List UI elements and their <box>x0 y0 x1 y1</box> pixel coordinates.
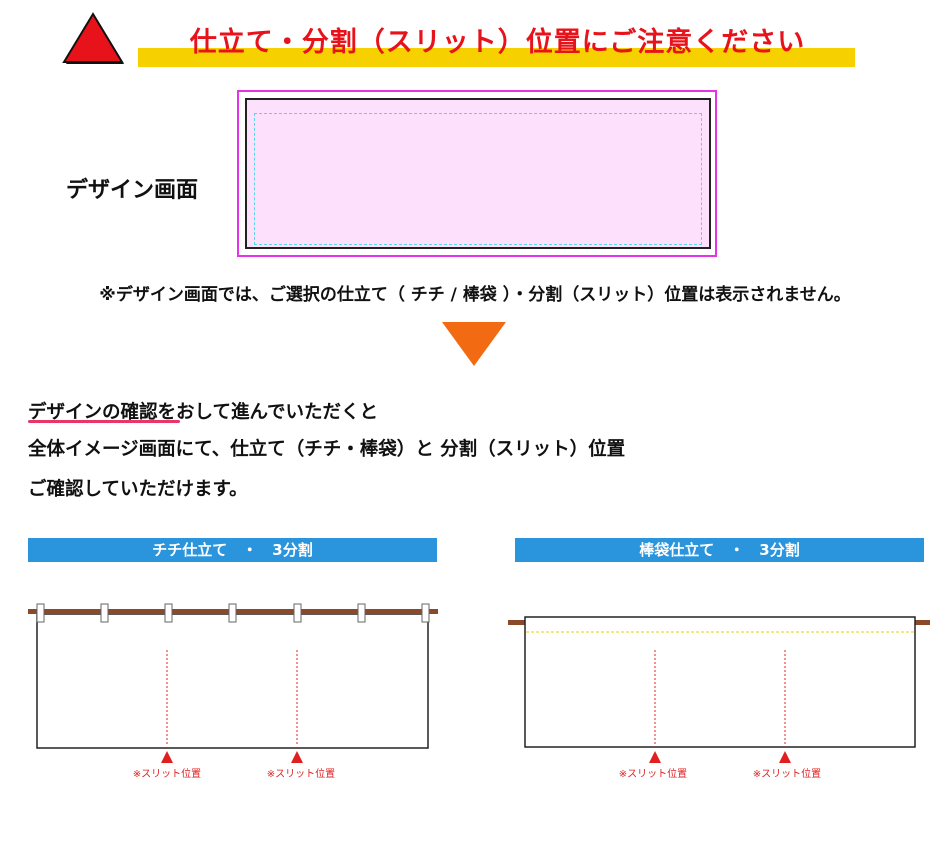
slit-label: ※スリット位置 <box>133 767 201 780</box>
design-screen-label: デザイン画面 <box>66 178 199 203</box>
slit-marker-icon <box>649 751 661 763</box>
instruction-line-3: ご確認していただけます。 <box>28 479 248 500</box>
loop-tab <box>357 603 366 623</box>
slit-marker-icon <box>291 751 303 763</box>
banner-body <box>524 616 916 748</box>
chichi-diagram: ※スリット位置 ※スリット位置 <box>28 603 438 780</box>
slit-label: ※スリット位置 <box>753 767 821 780</box>
page-title: 仕立て・分割（スリット）位置にご注意ください <box>189 27 806 58</box>
slit-marker-icon <box>779 751 791 763</box>
loop-tabs <box>36 603 430 623</box>
banner-body <box>36 613 429 749</box>
loop-tab <box>100 603 109 623</box>
slit-label: ※スリット位置 <box>619 767 687 780</box>
bobukuro-diagram: ※スリット位置 ※スリット位置 <box>508 616 930 780</box>
design-canvas <box>245 98 711 249</box>
slit-label: ※スリット位置 <box>267 767 335 780</box>
warning-triangle-icon <box>62 12 124 64</box>
chichi-section-header: チチ仕立て ・ 3分割 <box>28 538 437 562</box>
design-confirm-highlight: デザインの確認 <box>28 402 158 423</box>
design-screen-note: ※デザイン画面では、ご選択の仕立て（ チチ / 棒袋 ）・分割（スリット）位置は… <box>99 285 851 305</box>
loop-tab <box>421 603 430 623</box>
instruction-line-1: デザインの確認をおして進んでいただくと <box>28 398 378 424</box>
loop-tab <box>36 603 45 623</box>
loop-tab <box>228 603 237 623</box>
instruction-line-1-rest: をおして進んでいただくと <box>157 402 379 423</box>
bobukuro-section-header: 棒袋仕立て ・ 3分割 <box>515 538 924 562</box>
design-safe-area-line <box>254 113 702 245</box>
highlight-underline <box>28 420 180 423</box>
design-bleed-border <box>237 90 717 257</box>
loop-tab <box>293 603 302 623</box>
loop-tab <box>164 603 173 623</box>
instruction-line-2: 全体イメージ画面にて、仕立て（チチ・棒袋）と 分割（スリット）位置 <box>28 439 626 460</box>
title-highlight-bar <box>138 48 855 67</box>
slit-marker-icon <box>161 751 173 763</box>
down-arrow-icon <box>442 322 506 366</box>
